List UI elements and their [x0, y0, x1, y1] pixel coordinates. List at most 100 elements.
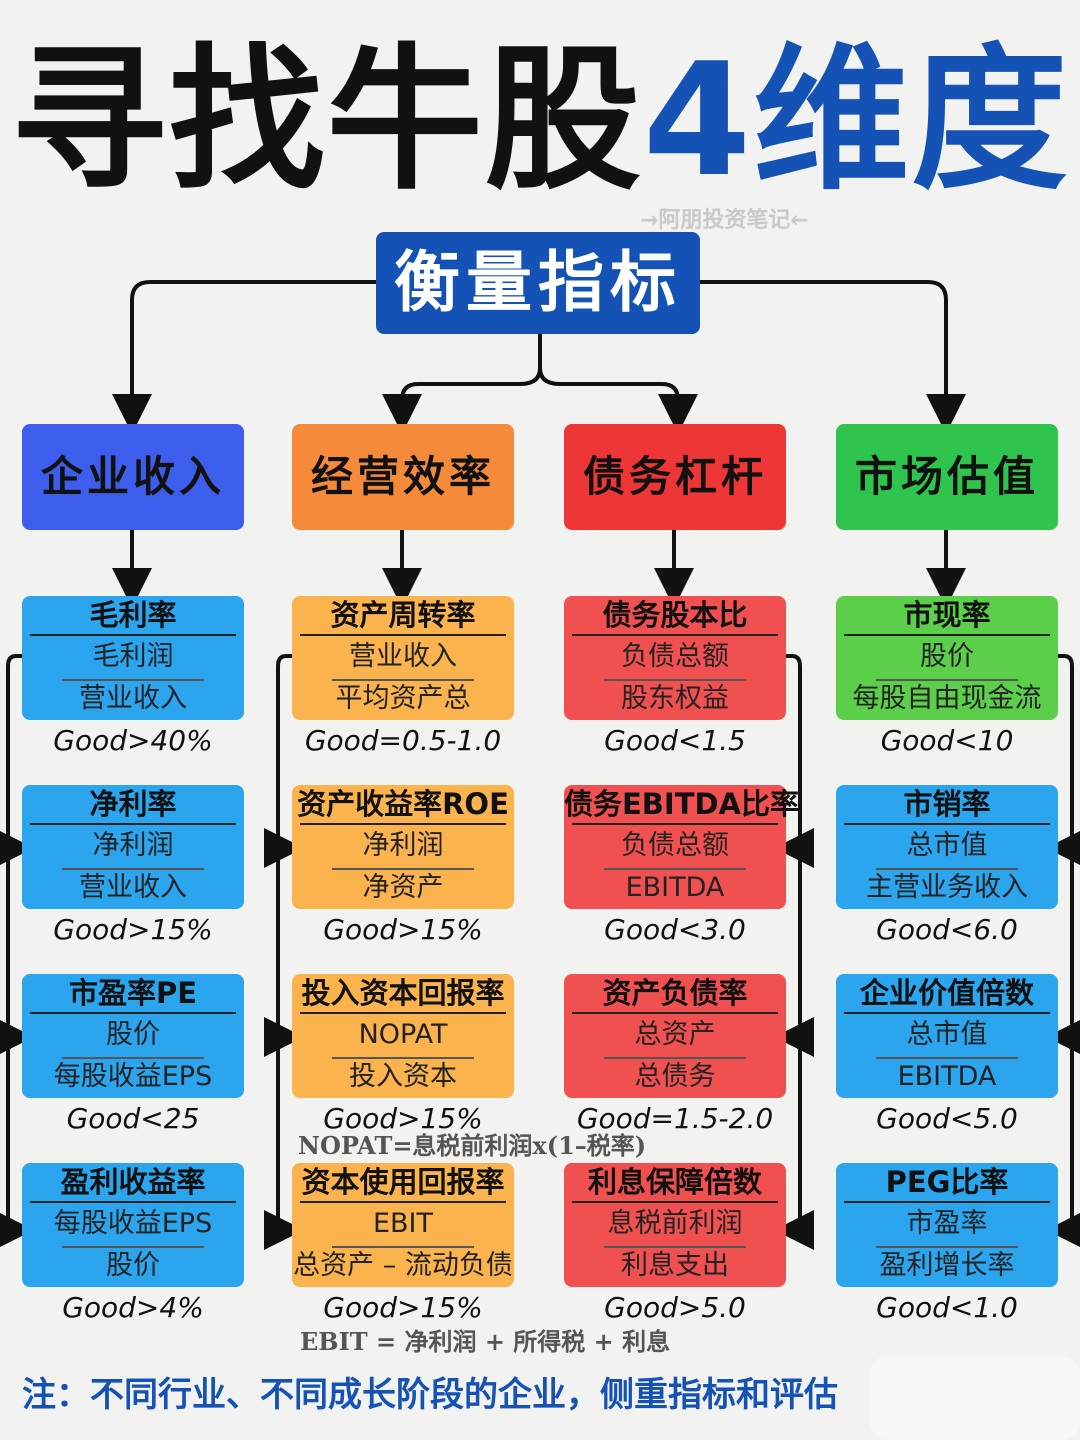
metric-numerator: 营业收入	[349, 641, 457, 672]
root-box-metrics: 衡量指标	[376, 232, 700, 334]
metric-good-threshold: Good<3.0	[604, 913, 746, 946]
metric-good-threshold: Good=0.5-1.0	[304, 724, 502, 757]
note-cover-sticker	[870, 1356, 1080, 1440]
metric-denominator: 利息支出	[621, 1250, 729, 1281]
metric-good-threshold: Good<1.5	[604, 724, 746, 757]
metric-card-asset-turnover: 资产周转率营业收入平均资产总	[292, 596, 514, 720]
fraction-bar	[604, 1057, 746, 1059]
metric-numerator: EBIT	[372, 1208, 434, 1239]
title-divider	[30, 1012, 236, 1014]
metric-card-asset-liability-ratio: 资产负债率总资产总债务	[564, 974, 786, 1098]
footnote: 注：不同行业、不同成长阶段的企业，侧重指标和评估	[22, 1375, 838, 1415]
metric-title: PEG比率	[885, 1165, 1009, 1199]
metric-denominator: EBITDA	[897, 1061, 997, 1092]
metric-card-debt-to-equity: 债务股本比负债总额股东权益	[564, 596, 786, 720]
metric-title: 毛利率	[89, 598, 177, 632]
author-watermark: →阿朋投资笔记←	[640, 208, 809, 233]
title-divider	[300, 1201, 506, 1203]
metric-good-threshold: Good>15%	[323, 1291, 483, 1324]
metric-good-threshold: Good<6.0	[876, 913, 1018, 946]
metric-denominator: 主营业务收入	[866, 872, 1028, 903]
metric-title: 资产负债率	[602, 976, 748, 1010]
metric-card-peg-ratio: PEG比率市盈率盈利增长率	[836, 1163, 1058, 1287]
fraction-bar	[332, 1246, 474, 1248]
metric-denominator: 股东权益	[621, 683, 729, 714]
title-divider	[572, 634, 778, 636]
fraction-bar	[876, 868, 1018, 870]
arrow-root-to-cat1	[112, 280, 376, 434]
metric-title: 盈利收益率	[60, 1165, 206, 1199]
rail-col1	[6, 654, 22, 1236]
metric-title: 市盈率PE	[68, 976, 198, 1010]
metric-good-threshold: Good<5.0	[876, 1102, 1018, 1135]
nopat-formula: NOPAT=息税前利润x(1–税率)	[298, 1131, 647, 1160]
fraction-bar	[62, 868, 204, 870]
metric-numerator: 市盈率	[906, 1208, 988, 1239]
metric-good-threshold: Good<1.0	[876, 1291, 1018, 1324]
rail-col2	[276, 654, 292, 1236]
rail-col4	[1058, 654, 1074, 1236]
title-divider	[844, 634, 1050, 636]
metric-title: 资本使用回报率	[301, 1165, 505, 1199]
metric-numerator: 净利润	[362, 830, 444, 861]
fraction-bar	[876, 1246, 1018, 1248]
arrow-root-to-cat4	[700, 280, 966, 434]
metric-title: 市销率	[903, 787, 991, 821]
page-title: 寻找牛股4维度	[0, 30, 1080, 210]
metric-title: 资产收益率ROE	[297, 787, 509, 821]
metric-title: 债务股本比	[602, 598, 748, 632]
title-divider	[30, 634, 236, 636]
metric-good-threshold: Good>15%	[323, 1102, 483, 1135]
fraction-bar	[876, 1057, 1018, 1059]
metric-denominator: 每股自由现金流	[852, 683, 1042, 714]
fraction-bar	[332, 1057, 474, 1059]
metric-denominator: 总债务	[634, 1061, 716, 1092]
metric-title: 企业价值倍数	[859, 976, 1034, 1010]
category-leverage: 债务杠杆	[564, 424, 786, 530]
fraction-bar	[604, 679, 746, 681]
title-divider	[844, 823, 1050, 825]
metric-good-threshold: Good<25	[66, 1102, 200, 1135]
title-divider	[572, 1201, 778, 1203]
metric-numerator: NOPAT	[358, 1019, 448, 1050]
metric-card-price-to-fcf: 市现率股价每股自由现金流	[836, 596, 1058, 720]
fraction-bar	[604, 1246, 746, 1248]
metric-denominator: 营业收入	[79, 872, 187, 903]
metric-good-threshold: Good>5.0	[604, 1291, 746, 1324]
metric-numerator: 息税前利润	[607, 1208, 743, 1239]
metric-denominator: 总资产 – 流动负债	[293, 1250, 513, 1281]
metric-denominator: 盈利增长率	[879, 1250, 1015, 1281]
fraction-bar	[876, 679, 1018, 681]
metric-title: 净利率	[89, 787, 177, 821]
metric-numerator: 负债总额	[621, 830, 729, 861]
metric-denominator: 营业收入	[79, 683, 187, 714]
fraction-bar	[62, 1246, 204, 1248]
fraction-bar	[332, 679, 474, 681]
arrow-root-to-cat3	[538, 367, 698, 434]
metric-numerator: 每股收益EPS	[53, 1208, 213, 1239]
metric-good-threshold: Good>15%	[323, 913, 483, 946]
metric-good-threshold: Good=1.5-2.0	[576, 1102, 774, 1135]
title-part-1: 寻找牛股	[10, 29, 643, 211]
fraction-bar	[332, 868, 474, 870]
metric-denominator: 每股收益EPS	[53, 1061, 213, 1092]
title-divider	[30, 1201, 236, 1203]
title-divider	[300, 634, 506, 636]
category-efficiency: 经营效率	[292, 424, 514, 530]
title-divider	[300, 1012, 506, 1014]
metric-numerator: 股价	[920, 641, 974, 672]
rail-col3	[786, 654, 802, 1236]
metric-denominator: 平均资产总	[335, 683, 471, 714]
ebit-formula: EBIT = 净利润 + 所得税 + 利息	[300, 1327, 671, 1356]
fraction-bar	[62, 679, 204, 681]
metric-card-gross-margin: 毛利率毛利润营业收入	[22, 596, 244, 720]
metric-denominator: 投入资本	[349, 1061, 457, 1092]
metric-card-price-to-sales: 市销率总市值主营业务收入	[836, 785, 1058, 909]
metric-good-threshold: Good>15%	[53, 913, 213, 946]
